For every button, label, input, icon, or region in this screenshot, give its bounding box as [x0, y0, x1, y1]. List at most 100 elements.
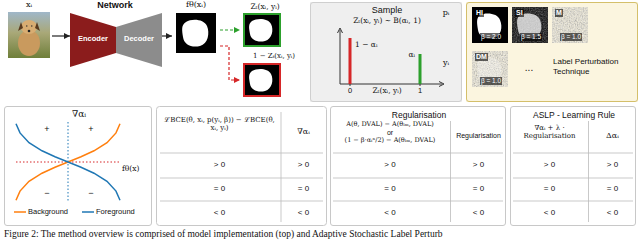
- sign-symbol: −: [86, 188, 96, 199]
- sampled-mask: Zₜ(xᵢ, yᵢ): [240, 2, 290, 48]
- dog-nose: [28, 30, 31, 33]
- perturbation-thumbnail: DM β = 1.0: [473, 52, 509, 88]
- dog-ears: [18, 22, 40, 31]
- noise-texture: [552, 7, 588, 43]
- mask-label: Zₜ(xᵢ, yᵢ): [240, 2, 290, 11]
- probability-bar: [349, 38, 352, 84]
- panel-fill: [466, 2, 638, 102]
- mask-label: fθ(xᵢ): [172, 0, 220, 10]
- gradient-curve: [16, 124, 120, 200]
- table-cell: > 0: [512, 160, 587, 170]
- method-name: SI: [515, 9, 524, 17]
- panel-title: ASLP - Learning Rule: [511, 110, 637, 120]
- table-cell: < 0: [332, 208, 448, 218]
- axis-label: yᵢ: [436, 58, 456, 68]
- table-cell: < 0: [453, 208, 504, 218]
- table-header: ∇αᵢ: [283, 127, 324, 137]
- axis-label: Zₜ(xᵢ, yᵢ): [360, 86, 414, 95]
- plot-axes: [338, 28, 445, 87]
- table-rules: [513, 121, 633, 222]
- bar-label: αᵢ: [399, 50, 415, 59]
- table-header: ℒBCE(θ, xᵢ, p(yᵢ, β)) − ℒBCE(θ, xᵢ, yᵢ): [160, 116, 279, 133]
- table-cell: = 0: [453, 184, 504, 194]
- table-header: ∇αᵢ + λ · Regularisation: [512, 124, 587, 141]
- axis-label: pᵢ: [436, 8, 456, 18]
- legend-line: [82, 211, 94, 213]
- perturbation-thumbnail: SI β = 1.5: [513, 8, 549, 44]
- beta-value: β = 2.0: [480, 33, 502, 41]
- decoder-block: Decoder: [116, 13, 162, 67]
- mask-blob: [249, 69, 272, 92]
- gradient-curve: [16, 124, 120, 200]
- table-cell: = 0: [512, 184, 587, 194]
- thumbnail-image: [472, 7, 508, 43]
- mask-image: [244, 64, 280, 96]
- connector-arrow: [162, 35, 172, 36]
- formula: Zₜ(xᵢ, yᵢ) ~ B(αᵢ, 1): [311, 16, 463, 25]
- beta-value: β = 1.0: [480, 77, 502, 85]
- perturbation-thumbnail: HI β = 2.0: [473, 8, 509, 44]
- table-cell: = 0: [332, 184, 448, 194]
- method-name: DM: [475, 53, 488, 61]
- dog-eyes: [26, 25, 32, 26]
- image-label: xᵢ: [6, 0, 52, 10]
- bar-label: 1 − αᵢ: [355, 40, 395, 49]
- table-header: Regularisation: [453, 132, 504, 140]
- network-group: NetworkEncoderDecoder: [66, 0, 164, 70]
- panel-title: Regularisation: [331, 110, 507, 120]
- beta-value: β = 1.5: [520, 33, 542, 41]
- encoder-block: Encoder: [70, 13, 116, 67]
- mask-image: [244, 14, 280, 46]
- panel-title: Sample: [311, 5, 463, 16]
- tick-label: 1: [414, 86, 426, 95]
- table-cell: > 0: [591, 160, 634, 170]
- block-label: Decoder: [116, 34, 162, 43]
- table-header: Δαᵢ: [591, 131, 634, 141]
- table-cell: < 0: [283, 208, 324, 218]
- input-image: xᵢ: [6, 0, 52, 60]
- block-shape: [116, 13, 162, 67]
- table-frame: [157, 107, 327, 226]
- method-name: HI: [475, 9, 484, 17]
- photo-background: [8, 12, 50, 58]
- sign-symbol: +: [42, 124, 52, 135]
- tick-label: 0: [344, 86, 356, 95]
- connector-arrow: [220, 29, 240, 30]
- connector-arrow: [220, 46, 240, 80]
- table-cell: > 0: [283, 160, 324, 170]
- axis-label: fθ(x): [122, 164, 150, 173]
- mask-blob: [249, 19, 272, 42]
- table-cell: = 0: [591, 184, 634, 194]
- sign-symbol: +: [86, 124, 96, 135]
- table-header: (1 − β·αᵢⁿ/2) − A(θₗₘ, DVAL): [332, 137, 448, 145]
- legend-text: Background: [28, 207, 68, 216]
- table-cell: < 0: [160, 208, 279, 218]
- legend-text: Foreground: [96, 207, 135, 216]
- prediction-mask: fθ(xᵢ): [172, 0, 220, 58]
- table-cell: > 0: [160, 160, 279, 170]
- complement-mask: 1 − Zₜ(xᵢ, yᵢ): [240, 52, 308, 100]
- table-cell: < 0: [591, 208, 634, 218]
- block-shape: [70, 13, 116, 67]
- perturbation-panel: Label Perturbation TechniqueHIβ = 2.0SIβ…: [466, 2, 638, 102]
- mask-label: 1 − Zₜ(xᵢ, yᵢ): [240, 52, 308, 60]
- probability-bar: [419, 54, 422, 84]
- method-name: M: [555, 9, 563, 17]
- block-label: Encoder: [70, 34, 116, 43]
- table-rules: [160, 112, 323, 222]
- thumbnail-image: [512, 7, 548, 43]
- beta-value: β = 1.0: [560, 33, 582, 41]
- noise-texture: [472, 51, 508, 87]
- table-rules: [333, 121, 503, 222]
- figure-caption: Figure 2: The method overview is compris…: [4, 229, 443, 240]
- mask-blob: [182, 20, 208, 47]
- dog-head: [21, 20, 37, 34]
- sign-symbol: −: [42, 188, 52, 199]
- table-cell: < 0: [512, 208, 587, 218]
- perturbation-thumbnail: Mβ = 1.0: [553, 8, 589, 44]
- table-header: A(θ, DVAL) − A(θₗₘ, DVAL): [332, 121, 448, 129]
- legend-line: [14, 211, 26, 213]
- table-cell: = 0: [283, 184, 324, 194]
- table-cell: = 0: [160, 184, 279, 194]
